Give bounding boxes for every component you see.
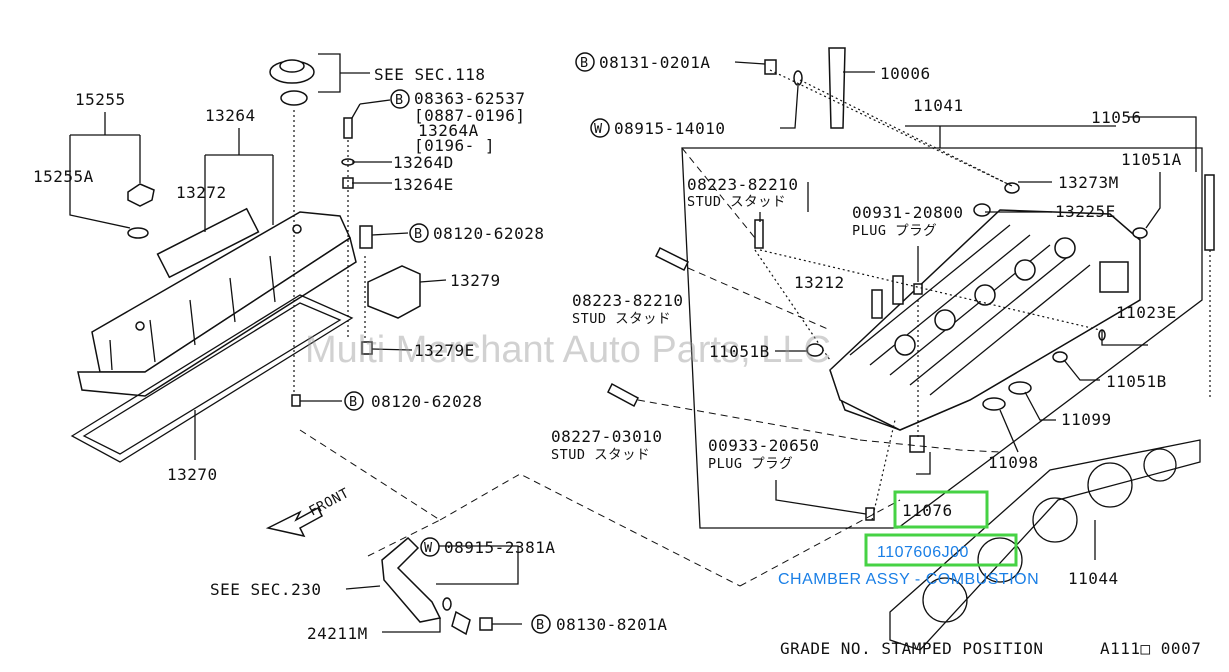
svg-text:W: W	[594, 121, 603, 137]
label-11056: 11056	[1091, 108, 1142, 127]
label-08363-range-1: [0887-0196]	[414, 106, 525, 125]
label-15255A: 15255A	[33, 167, 94, 186]
callout-badges: B B B B W W B	[344, 52, 610, 634]
label-11041: 11041	[913, 96, 964, 115]
lifting-bracket	[381, 536, 493, 636]
svg-text:B: B	[414, 226, 423, 242]
label-13264: 13264	[205, 106, 256, 125]
label-stud-2-name: STUD スタッド	[572, 311, 671, 327]
label-08120-62028-top: 08120-62028	[433, 224, 544, 243]
label-plug-1-code: 00931-20800	[852, 203, 963, 222]
label-11051A: 11051A	[1121, 150, 1182, 169]
oil-filler-cap	[127, 183, 155, 239]
label-1107606J00[interactable]: 1107606J00	[877, 544, 969, 561]
label-08120-62028-bottom: 08120-62028	[371, 392, 482, 411]
label-08363-62537: 08363-62537	[414, 89, 525, 108]
label-08915-2381A: 08915-2381A	[444, 538, 555, 557]
label-reference-code: A111□ 0007	[1100, 639, 1201, 658]
label-11099: 11099	[1061, 410, 1112, 429]
label-13270: 13270	[167, 465, 218, 484]
highlight-box-11076	[893, 490, 989, 529]
label-08130-8201A: 08130-8201A	[556, 615, 667, 634]
bracket-13279	[367, 265, 421, 319]
label-grade-stamped-position: GRADE NO. STAMPED POSITION	[780, 639, 1043, 658]
label-plug-2-name: PLUG プラグ	[708, 456, 793, 472]
label-08915-14010: 08915-14010	[614, 119, 725, 138]
svg-text:W: W	[424, 540, 433, 556]
label-11051B-right: 11051B	[1106, 372, 1167, 391]
label-13264D: 13264D	[393, 153, 454, 172]
label-24211M: 24211M	[307, 624, 368, 643]
label-13279E: 13279E	[414, 341, 475, 360]
label-stud-3-code: 08227-03010	[551, 427, 662, 446]
label-stud-1-name: STUD スタッド	[687, 194, 786, 210]
label-11023E: 11023E	[1116, 303, 1177, 322]
label-plug-1-name: PLUG プラグ	[852, 223, 937, 239]
label-stud-1-code: 08223-82210	[687, 175, 798, 194]
label-11098: 11098	[988, 453, 1039, 472]
cover-gasket	[70, 294, 354, 463]
label-13272: 13272	[176, 183, 227, 202]
svg-text:B: B	[395, 92, 404, 108]
svg-text:B: B	[349, 394, 358, 410]
label-see-sec-230: SEE SEC.230	[210, 580, 321, 599]
head-gasket	[889, 439, 1201, 651]
svg-text:B: B	[580, 55, 589, 71]
label-11076[interactable]: 11076	[902, 501, 953, 520]
breather-valve	[269, 59, 315, 106]
label-chamber-assy-description[interactable]: CHAMBER ASSY - COMBUSTION	[778, 571, 1039, 588]
label-10006: 10006	[880, 64, 931, 83]
label-13225E: 13225E	[1055, 202, 1116, 221]
highlight-box-1107606J00[interactable]	[864, 533, 1018, 567]
head-small-parts	[607, 47, 1215, 521]
label-see-sec-118: SEE SEC.118	[374, 65, 485, 84]
label-13264E: 13264E	[393, 175, 454, 194]
part-labels: 15255 13264 15255A 13272 13270 SEE SEC.1…	[33, 53, 1201, 658]
label-plug-2-code: 00933-20650	[708, 436, 819, 455]
leader-lines	[69, 53, 1211, 633]
label-front: FRONT	[306, 485, 352, 519]
label-11044: 11044	[1068, 569, 1119, 588]
label-stud-2-code: 08223-82210	[572, 291, 683, 310]
cover-bolts	[291, 117, 373, 407]
label-13212: 13212	[794, 273, 845, 292]
rocker-cover	[77, 207, 357, 397]
label-stud-3-name: STUD スタッド	[551, 447, 650, 463]
label-15255: 15255	[75, 90, 126, 109]
watermark-text: Multi Merchant Auto Parts, LLC	[305, 329, 831, 371]
front-arrow-icon	[265, 506, 323, 538]
cylinder-head	[829, 209, 1141, 431]
label-11051B-left: 11051B	[709, 342, 770, 361]
label-08131-0201A: 08131-0201A	[599, 53, 710, 72]
label-13279: 13279	[450, 271, 501, 290]
svg-text:B: B	[536, 617, 545, 633]
label-13273M: 13273M	[1058, 173, 1119, 192]
label-08363-range-2: [0196- ]	[414, 136, 495, 155]
label-13264A: 13264A	[418, 121, 479, 140]
